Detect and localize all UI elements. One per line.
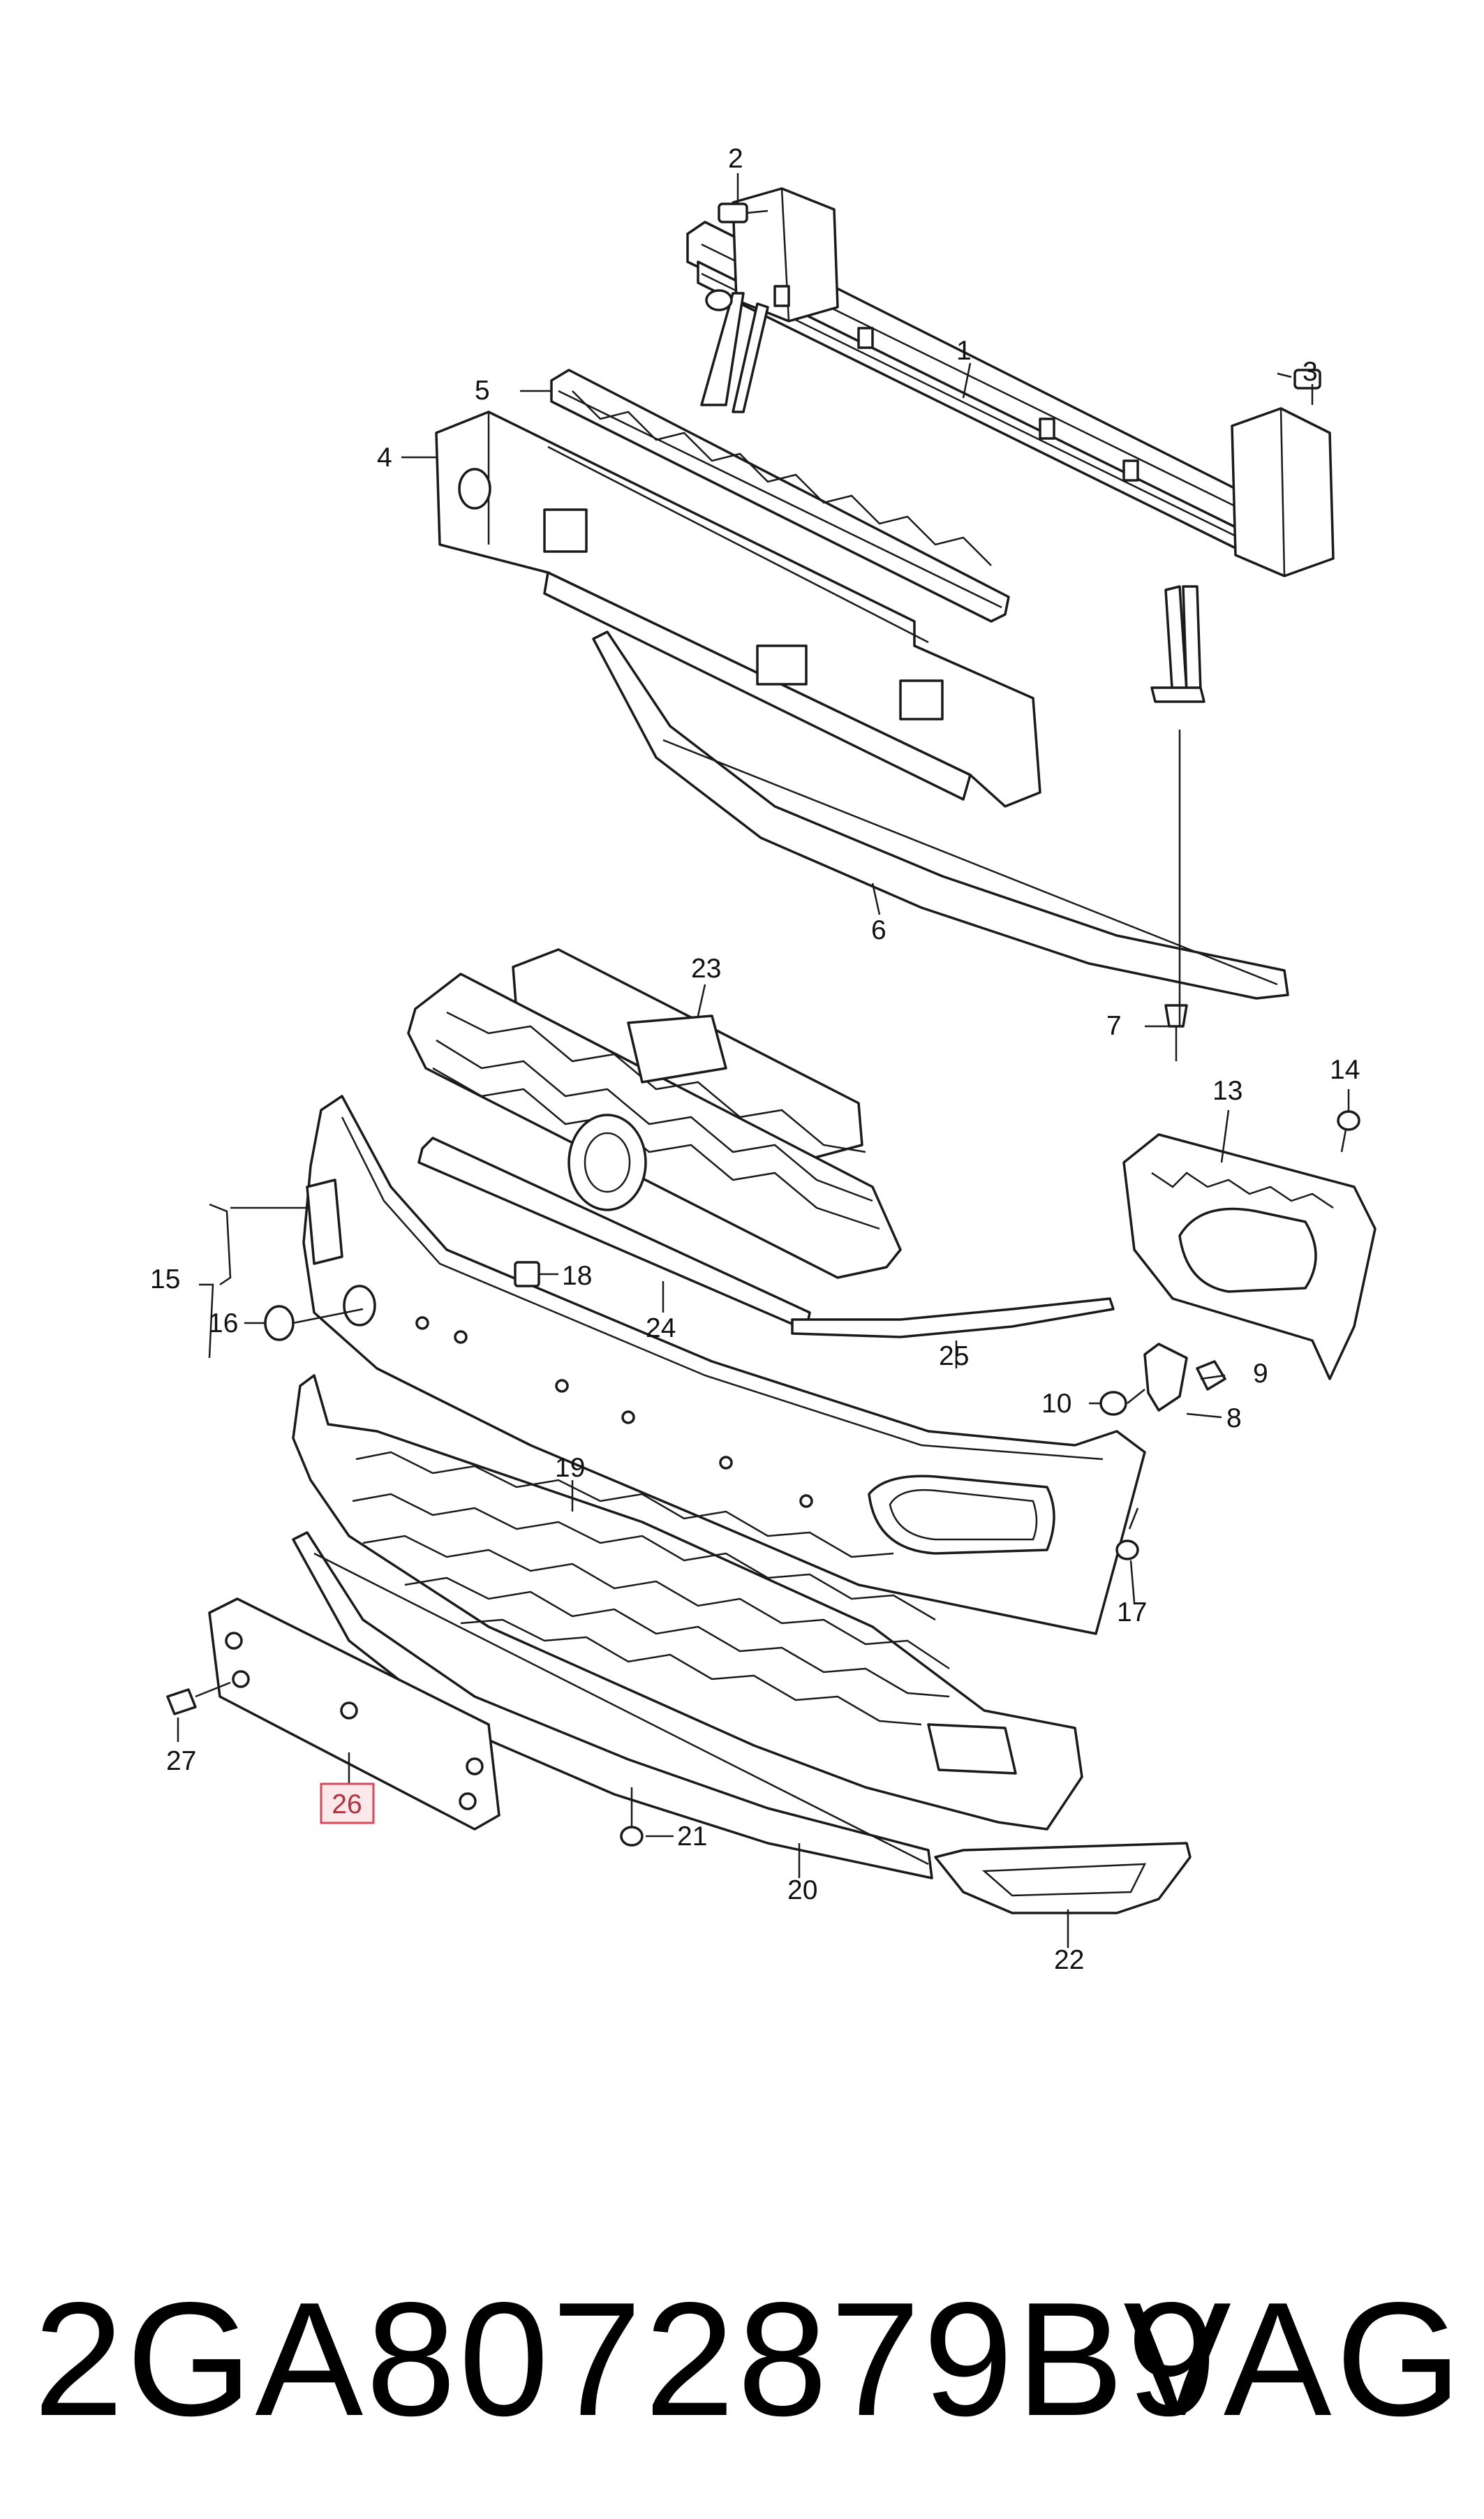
cap-16: [264, 1305, 295, 1341]
fog-lamp-trim: [934, 1842, 1192, 1914]
callout-7: 7: [1106, 1011, 1122, 1041]
callout-21: 21: [677, 1822, 707, 1852]
part-footer: 2GA8072879B9 VAG: [0, 2255, 1484, 2465]
nut-10: [1099, 1391, 1127, 1416]
lower-grille: [292, 1374, 1083, 1831]
callout-19: 19: [555, 1453, 585, 1483]
clip-9: [1196, 1360, 1226, 1391]
callout-24: 24: [646, 1313, 676, 1343]
bolt-2: [718, 202, 769, 223]
callout-26: 26: [332, 1789, 362, 1819]
clip-18: [514, 1261, 540, 1287]
bolt-3: [1277, 369, 1321, 390]
callout-22: 22: [1054, 1945, 1084, 1975]
callout-17: 17: [1117, 1597, 1147, 1627]
screw-21: [620, 1787, 644, 1847]
callout-13: 13: [1212, 1076, 1242, 1106]
upper-grille: [407, 948, 902, 1279]
callout-15: 15: [150, 1264, 180, 1294]
callout-14: 14: [1330, 1055, 1360, 1085]
callout-16: 16: [208, 1308, 238, 1338]
side-trim-strip: [791, 1297, 1115, 1338]
lower-trim-strip: [592, 630, 1289, 1000]
callout-20: 20: [787, 1875, 817, 1905]
callout-5: 5: [475, 376, 490, 406]
callout-18: 18: [562, 1261, 592, 1291]
part-number: 2GA8072879B9: [34, 2269, 1220, 2450]
callout-labels: 1 2 3 4 5 6 7 8 9 10 13 14 15 16 17 18 1…: [150, 144, 1360, 1975]
licence-plate-holder: [208, 1597, 500, 1831]
guide-bracket: [550, 369, 1010, 623]
clip-27: [166, 1688, 197, 1715]
callout-25: 25: [939, 1341, 969, 1371]
callout-27: 27: [166, 1746, 196, 1776]
callout-2: 2: [728, 144, 743, 174]
fog-lamp-bracket: [1122, 1133, 1377, 1380]
callout-23: 23: [691, 954, 721, 984]
bracket-8: [1143, 1343, 1188, 1412]
clip-7: [1164, 1004, 1188, 1061]
callout-3: 3: [1303, 357, 1318, 387]
callout-6: 6: [871, 915, 886, 945]
bumper-beam: [686, 187, 1335, 703]
brand-label: VAG: [1123, 2269, 1466, 2450]
callout-1: 1: [956, 336, 972, 366]
bumper-cover: [302, 1095, 1146, 1635]
callout-10: 10: [1041, 1389, 1071, 1419]
screw-14: [1337, 1110, 1360, 1153]
callout-8: 8: [1226, 1403, 1242, 1433]
highlighted-callout[interactable]: 26: [320, 1782, 375, 1824]
leader-lines: [177, 173, 1350, 1948]
energy-absorber: [435, 411, 1041, 808]
callout-4: 4: [377, 443, 392, 473]
screw-17: [1115, 1507, 1139, 1560]
callout-9: 9: [1253, 1359, 1268, 1389]
